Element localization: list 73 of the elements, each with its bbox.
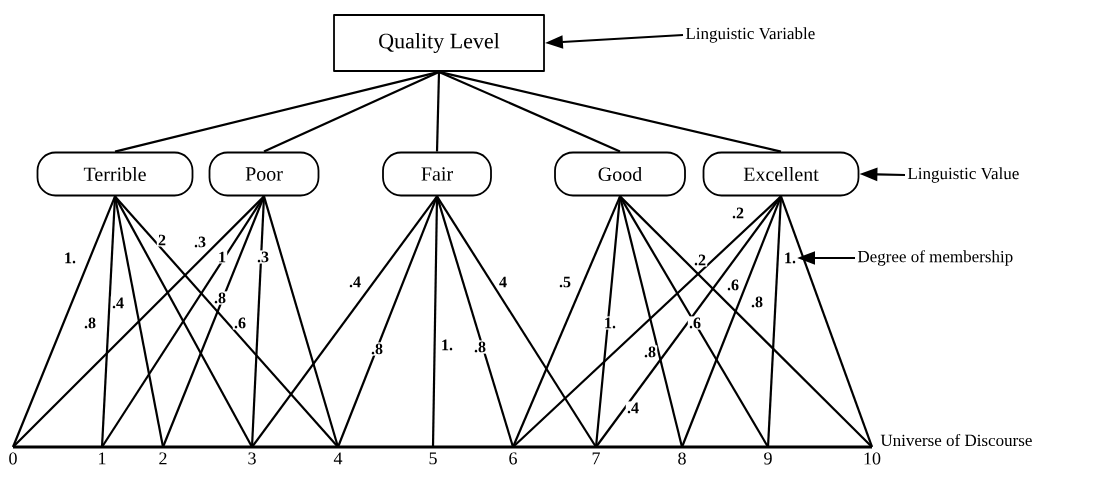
- connector-line: [12, 195, 265, 448]
- axis-number: 2: [159, 452, 167, 465]
- membership-degree: .4: [625, 401, 641, 415]
- connector-line: [595, 195, 782, 448]
- membership-degree: 2: [156, 233, 168, 247]
- connector-line: [337, 196, 439, 448]
- axis-title: Universe of Discourse: [880, 433, 1032, 447]
- connector-line: [766, 196, 783, 448]
- connector-line: [114, 195, 339, 448]
- connector-line: [435, 196, 515, 448]
- membership-degree: .8: [369, 342, 385, 356]
- connector-line: [262, 196, 340, 448]
- membership-degree: .8: [749, 295, 765, 309]
- membership-degree: .3: [192, 235, 208, 249]
- axis-number: 6: [509, 452, 517, 465]
- connector-line: [681, 196, 783, 448]
- connector-line: [512, 195, 622, 448]
- membership-degree: .6: [725, 278, 741, 292]
- membership-degree: .8: [642, 345, 658, 359]
- connector-line: [438, 70, 621, 153]
- connector-line: [101, 195, 265, 448]
- membership-degree: .4: [347, 275, 363, 289]
- connector-line: [512, 195, 782, 448]
- membership-degree: 1: [216, 250, 228, 264]
- connector-line: [594, 196, 622, 448]
- membership-degree: 1.: [782, 251, 798, 265]
- annotation-text: Linguistic Variable: [685, 27, 815, 43]
- axis-number: 1: [99, 452, 106, 465]
- membership-degree: .2: [692, 253, 708, 267]
- membership-degree: 1.: [439, 338, 455, 352]
- membership-degree: 1.: [602, 316, 618, 330]
- connector-line: [438, 70, 782, 153]
- connector-line: [431, 196, 439, 447]
- axis-number: 5: [429, 452, 437, 465]
- axis-number: 7: [592, 452, 600, 465]
- value-box: Poor: [208, 151, 320, 197]
- membership-degree: .8: [82, 316, 98, 330]
- connector-line: [250, 196, 266, 448]
- value-box: Fair: [382, 151, 492, 197]
- connector-line: [251, 195, 438, 448]
- axis-number: 4: [333, 452, 343, 465]
- value-box: Terrible: [36, 151, 194, 197]
- membership-degree: .2: [730, 206, 746, 220]
- axis-number: 10: [864, 452, 881, 465]
- axis-number: 0: [9, 452, 17, 465]
- value-box: Excellent: [702, 151, 860, 197]
- value-box: Good: [554, 151, 686, 197]
- connector-line: [161, 195, 266, 448]
- membership-degree: 1.: [62, 251, 78, 265]
- axis-number: 3: [248, 452, 256, 465]
- membership-degree: .8: [212, 291, 228, 305]
- membership-degree: .8: [472, 340, 488, 354]
- connector-line: [114, 70, 440, 153]
- variable-box: Quality Level: [333, 14, 545, 72]
- connector-line: [618, 196, 684, 448]
- annotation-text: Linguistic Value: [907, 167, 1019, 183]
- membership-degree: .6: [687, 316, 703, 330]
- membership-degree: .6: [232, 316, 248, 330]
- connector-line: [114, 195, 253, 448]
- connector-line: [263, 70, 440, 153]
- membership-degree: .5: [557, 275, 573, 289]
- membership-degree: .4: [110, 296, 126, 310]
- connector-line: [436, 195, 597, 448]
- annotation-text: Degree of membership: [857, 250, 1013, 266]
- axis-number: 9: [764, 452, 772, 465]
- membership-degree: 4: [497, 275, 509, 289]
- connector-line: [435, 71, 441, 152]
- axis-number: 8: [678, 452, 686, 465]
- membership-degree: .3: [255, 250, 271, 264]
- connector-line: [12, 195, 117, 448]
- connector-line: [619, 195, 873, 448]
- connector-line: [779, 196, 874, 448]
- connector-line: [619, 195, 769, 448]
